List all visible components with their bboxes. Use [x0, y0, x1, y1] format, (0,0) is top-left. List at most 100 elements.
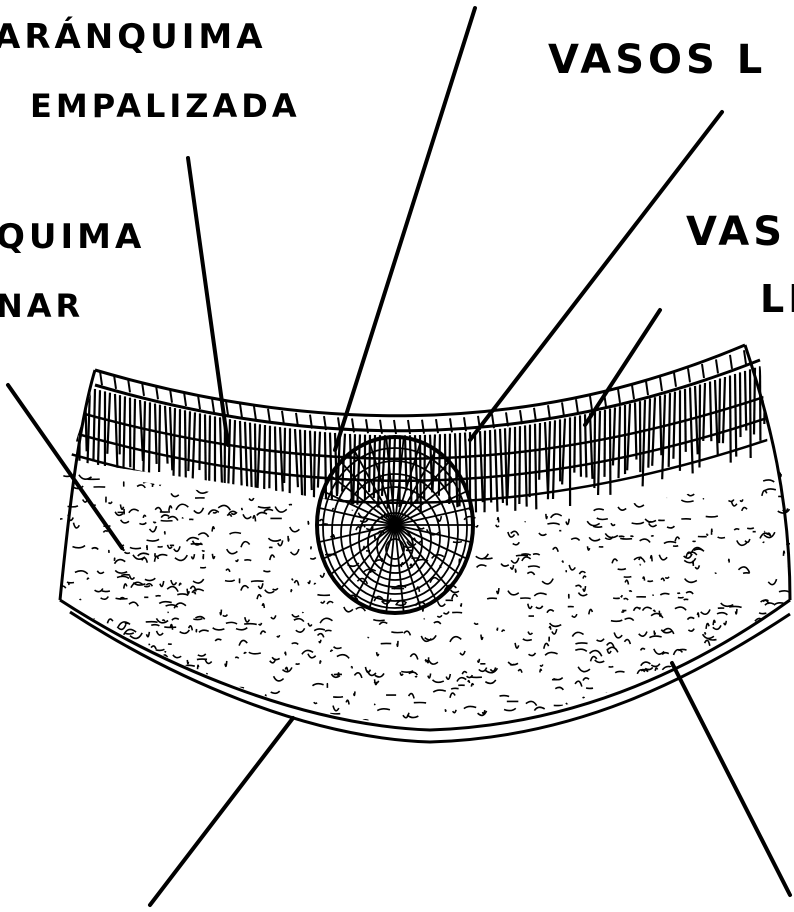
spongy-cell	[513, 542, 520, 545]
spongy-cell	[241, 586, 249, 591]
spongy-cell	[271, 615, 276, 618]
spongy-cell	[409, 672, 418, 675]
spongy-cell	[649, 523, 657, 526]
spongy-cell	[103, 470, 110, 474]
spongy-cell	[57, 715, 62, 721]
spongy-cell	[665, 492, 674, 498]
spongy-cell	[327, 602, 333, 605]
spongy-cell	[762, 491, 767, 496]
spongy-cell	[632, 522, 644, 524]
spongy-cell	[251, 581, 264, 582]
spongy-cell	[227, 549, 238, 554]
spongy-cell	[594, 509, 604, 511]
epidermis-cell-wall	[212, 398, 214, 412]
spongy-cell	[63, 476, 70, 477]
spongy-cell	[202, 699, 210, 703]
spongy-cell	[102, 698, 106, 703]
spongy-cell	[216, 487, 223, 489]
spongy-cell	[467, 501, 468, 506]
spongy-cell	[169, 696, 173, 700]
spongy-cell	[587, 521, 599, 525]
spongy-cell	[397, 641, 398, 646]
palisade-cell	[745, 371, 746, 431]
spongy-cell	[156, 649, 165, 650]
spongy-cell	[689, 665, 698, 667]
spongy-cell	[674, 727, 683, 730]
spongy-cell	[126, 658, 132, 663]
spongy-cell	[354, 673, 361, 678]
spongy-cell	[126, 474, 138, 476]
spongy-cell	[578, 667, 590, 672]
spongy-cell	[661, 630, 672, 633]
label-parenquima: ARÁNQUIMA	[0, 20, 267, 54]
spongy-cell	[375, 673, 384, 677]
spongy-cell	[572, 614, 577, 617]
spongy-cell	[619, 536, 625, 537]
spongy-cell	[135, 698, 138, 701]
spongy-cell	[197, 659, 207, 660]
palisade-cell	[652, 397, 655, 466]
spongy-cell	[562, 561, 563, 563]
spongy-cell	[200, 690, 207, 694]
spongy-cell	[678, 597, 684, 598]
spongy-cell	[156, 618, 168, 622]
spongy-cell	[427, 657, 428, 662]
spongy-cell	[146, 622, 158, 623]
spongy-cell	[694, 549, 704, 551]
spongy-cell	[649, 636, 661, 638]
spongy-cell	[187, 723, 199, 726]
spongy-cell	[550, 623, 562, 626]
palisade-cell	[185, 410, 186, 492]
palisade-cell	[490, 430, 491, 502]
palisade-cell	[300, 430, 302, 501]
spongy-cell	[433, 690, 446, 692]
spongy-cell	[607, 647, 618, 652]
spongy-cell	[167, 587, 178, 592]
spongy-cell	[354, 691, 355, 695]
spongy-cell	[118, 622, 130, 627]
spongy-cell	[125, 633, 133, 634]
spongy-cell	[684, 599, 689, 600]
spongy-cell	[553, 678, 562, 680]
spongy-cell	[545, 652, 557, 655]
spongy-cell	[579, 572, 585, 575]
spongy-cell	[268, 538, 281, 541]
spongy-cell	[725, 468, 727, 472]
spongy-parenchyma	[52, 468, 794, 732]
spongy-cell	[151, 646, 156, 649]
spongy-cell	[244, 560, 251, 561]
spongy-cell	[72, 545, 85, 547]
spongy-cell	[590, 651, 602, 657]
spongy-cell	[485, 680, 495, 683]
spongy-cell	[314, 629, 325, 631]
spongy-cell	[554, 493, 560, 497]
spongy-cell	[70, 673, 72, 675]
spongy-cell	[146, 669, 155, 674]
spongy-cell	[429, 660, 438, 664]
spongy-cell	[200, 567, 206, 568]
spongy-cell	[736, 695, 746, 696]
spongy-cell	[158, 669, 166, 671]
spongy-cell	[647, 581, 652, 582]
spongy-cell	[320, 573, 324, 577]
spongy-cell	[591, 495, 596, 498]
spongy-cell	[627, 721, 628, 725]
spongy-cell	[661, 578, 664, 581]
spongy-cell	[373, 620, 384, 621]
spongy-cell	[296, 663, 300, 664]
spongy-cell	[75, 571, 88, 574]
spongy-cell	[158, 546, 163, 547]
spongy-cell	[249, 652, 261, 654]
spongy-cell	[368, 637, 369, 638]
spongy-cell	[351, 667, 352, 669]
spongy-cell	[612, 559, 617, 563]
spongy-cell	[294, 581, 298, 586]
spongy-cell	[618, 507, 626, 510]
spongy-cell	[173, 655, 181, 658]
palisade-cell	[314, 431, 315, 517]
spongy-cell	[193, 715, 203, 717]
spongy-cell	[74, 691, 84, 694]
spongy-cell	[151, 625, 159, 626]
spongy-cell	[80, 599, 81, 600]
spongy-cell	[235, 657, 238, 658]
